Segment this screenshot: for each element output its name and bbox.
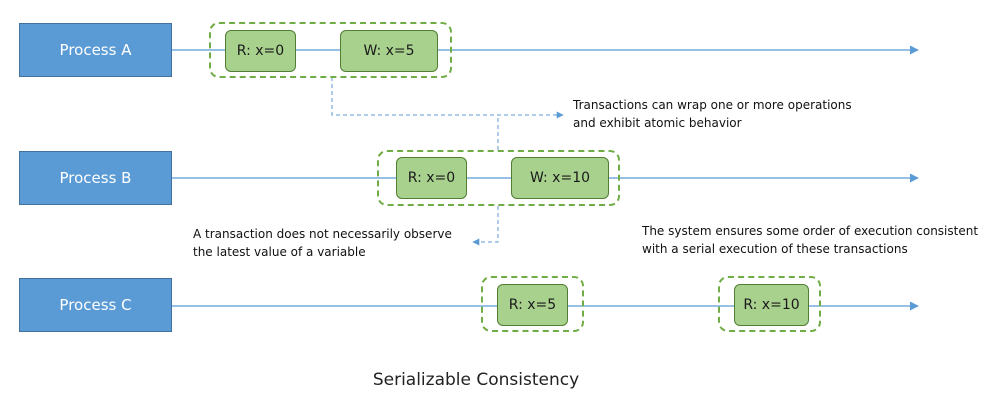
note-serial-order-line-2: with a serial execution of these transac… [642, 242, 908, 256]
process-a-box: Process A [19, 23, 172, 77]
op-b-write: W: x=10 [511, 157, 609, 199]
op-b-read-label: R: x=0 [407, 170, 456, 186]
op-a-read: R: x=0 [225, 30, 296, 72]
op-c-read-2-label: R: x=10 [743, 297, 800, 313]
transaction-a [209, 22, 452, 78]
op-b-write-label: W: x=10 [529, 170, 591, 186]
connector-transactions-note [331, 77, 564, 119]
note-latest-value-line-2: the latest value of a variable [193, 245, 366, 259]
note-latest-value: A transaction does not necessarily obser… [193, 225, 452, 261]
note-transactions-line-2: and exhibit atomic behavior [573, 116, 742, 130]
note-transactions-line-1: Transactions can wrap one or more operat… [573, 98, 852, 112]
op-c-read-1: R: x=5 [497, 284, 568, 326]
note-latest-value-line-1: A transaction does not necessarily obser… [193, 227, 452, 241]
process-b-label: Process B [59, 169, 132, 187]
connector-latest-value-note [472, 206, 499, 246]
op-a-write-label: W: x=5 [363, 43, 415, 59]
note-serial-order: The system ensures some order of executi… [642, 222, 978, 258]
process-c-box: Process C [19, 278, 172, 332]
transaction-c1 [481, 276, 584, 332]
op-a-write: W: x=5 [340, 30, 438, 72]
note-serial-order-line-1: The system ensures some order of executi… [642, 224, 979, 238]
process-b-box: Process B [19, 151, 172, 205]
process-a-label: Process A [59, 41, 132, 59]
diagram-caption: Serializable Consistency [372, 370, 580, 390]
note-transactions: Transactions can wrap one or more operat… [573, 96, 852, 132]
transaction-c2 [718, 276, 821, 332]
op-c-read-1-label: R: x=5 [508, 297, 557, 313]
process-c-label: Process C [59, 296, 132, 314]
op-b-read: R: x=0 [396, 157, 467, 199]
op-c-read-2: R: x=10 [734, 284, 809, 326]
transaction-b [377, 150, 620, 206]
op-a-read-label: R: x=0 [236, 43, 285, 59]
